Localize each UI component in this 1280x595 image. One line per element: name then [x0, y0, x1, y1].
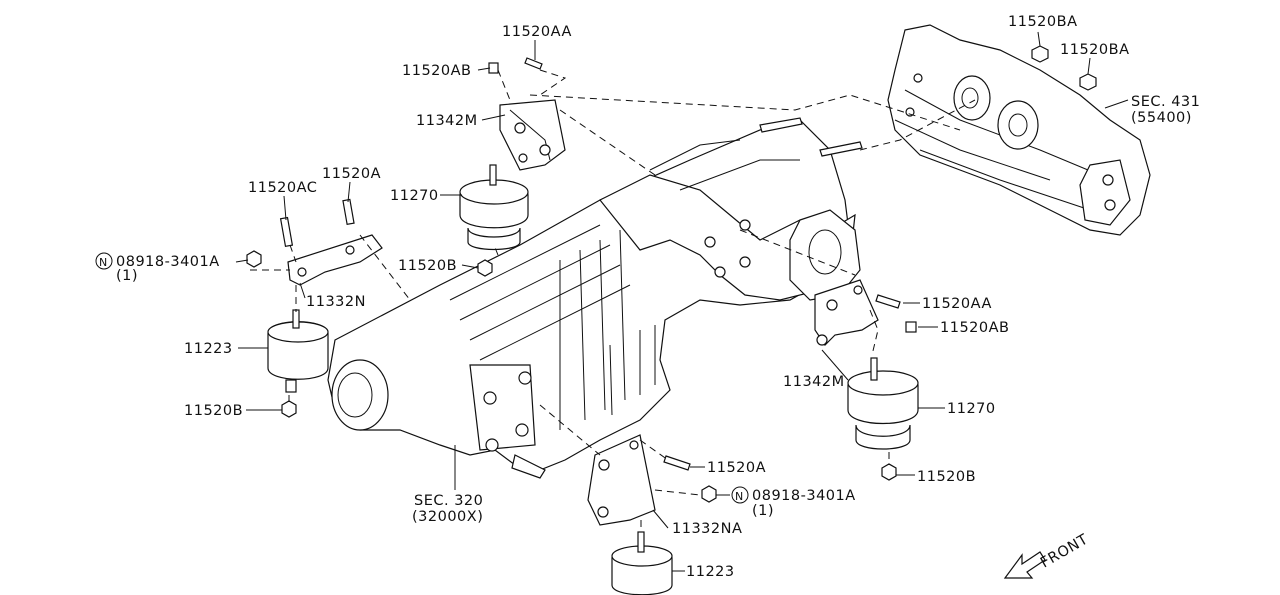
insulator-11223-bottom [611, 531, 673, 595]
n-symbol-bottom: N [731, 486, 749, 504]
label-sec431: SEC. 431 [1131, 94, 1200, 110]
label-11270-right: 11270 [947, 401, 996, 417]
transmission-assembly [327, 117, 863, 479]
insulator-11270-right [847, 357, 919, 450]
label-qty-left: (1) [116, 268, 138, 284]
label-32000X: (32000X) [412, 509, 483, 525]
label-11520AA-top: 11520AA [502, 24, 572, 40]
label-11520AA-right: 11520AA [922, 296, 992, 312]
engine-block [887, 24, 1151, 236]
label-11520AB-right: 11520AB [940, 320, 1010, 336]
label-11520AC: 11520AC [248, 180, 317, 196]
label-11520B-upper: 11520B [398, 258, 457, 274]
front-arrow-icon [1003, 551, 1046, 579]
label-sec320: SEC. 320 [414, 493, 483, 509]
label-front: FRONT [1038, 532, 1091, 572]
assembly-lines [250, 69, 976, 532]
n-letter-bottom: N [735, 490, 744, 503]
label-55400: (55400) [1131, 110, 1192, 126]
label-11520BA-2: 11520BA [1060, 42, 1130, 58]
front-arrow: FRONT [1003, 532, 1091, 579]
leader-lines [235, 31, 1129, 572]
label-11342M-right: 11342M [783, 374, 845, 390]
label-11223-left: 11223 [184, 341, 233, 357]
label-11520A-left: 11520A [322, 166, 381, 182]
label-11332NA: 11332NA [672, 521, 742, 537]
label-11342M-upper: 11342M [416, 113, 478, 129]
label-11332N: 11332N [306, 294, 366, 310]
labels: 11520AA 11520AB 11520BA 11520BA SEC. 431… [95, 14, 1200, 580]
bracket-11342M-right [814, 279, 879, 346]
fasteners [246, 45, 1097, 503]
label-11520B-left: 11520B [184, 403, 243, 419]
label-11520AB-top: 11520AB [402, 63, 472, 79]
label-11270-upper: 11270 [390, 188, 439, 204]
bracket-11332N [287, 234, 383, 286]
label-08918-bottom: 08918-3401A [752, 488, 856, 504]
insulator-11223-left [267, 309, 329, 393]
insulator-11270-upper [459, 164, 529, 251]
n-symbol-left: N [95, 252, 113, 270]
n-letter-left: N [99, 256, 108, 269]
label-11520B-right: 11520B [917, 469, 976, 485]
label-11520BA-1: 11520BA [1008, 14, 1078, 30]
label-11223-bottom: 11223 [686, 564, 735, 580]
bracket-11342M-upper [499, 99, 566, 171]
label-08918-left: 08918-3401A [116, 254, 220, 270]
label-qty-bottom: (1) [752, 503, 774, 519]
label-11520A-bottom: 11520A [707, 460, 766, 476]
bracket-11332NA [587, 434, 656, 526]
